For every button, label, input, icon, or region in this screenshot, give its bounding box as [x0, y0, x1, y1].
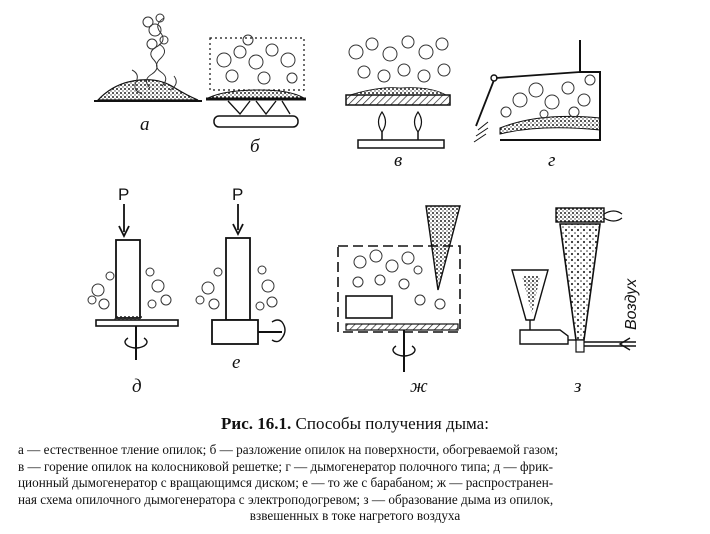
label-zh: ж — [410, 376, 428, 397]
smoke-plume-a — [131, 13, 177, 95]
label-a: а — [140, 114, 150, 135]
diagram-z: Воздух з — [511, 207, 640, 397]
smoke-methods-figure: а б в — [87, 13, 640, 397]
diagram-a: а — [94, 13, 202, 135]
diagram-b: б — [206, 34, 306, 157]
label-p2: Р — [232, 185, 243, 204]
smoke-cloud-v — [348, 35, 451, 83]
legend-line: а — естественное тление опилок; б — разл… — [18, 442, 559, 457]
legend-line: ционный дымогенератор с вращающимся диск… — [18, 475, 554, 490]
smoke-cloud-d — [87, 267, 172, 310]
diagram-zh: ж — [337, 205, 461, 397]
label-z: з — [573, 376, 581, 397]
flame-left-icon — [377, 110, 423, 133]
diagram-e: Р е — [195, 185, 286, 373]
figure-legend: а — естественное тление опилок; б — разл… — [18, 442, 692, 525]
smoke-cloud-e — [195, 265, 278, 311]
legend-line: взвешенных в токе нагретого воздуха — [249, 508, 461, 523]
label-e: е — [232, 352, 240, 373]
diagram-g: г — [473, 40, 601, 171]
label-g: г — [548, 150, 555, 171]
figure-caption: Рис. 16.1. Способы получения дыма: — [0, 414, 710, 434]
caption-number: Рис. 16.1. — [221, 414, 292, 433]
smoke-cloud-g — [500, 74, 596, 119]
caption-title: Способы получения дыма: — [295, 414, 489, 433]
smoke-cloud-zh — [352, 249, 446, 310]
diagram-d: Р д — [87, 185, 179, 397]
label-d: д — [132, 376, 142, 397]
smoke-cloud-b — [216, 34, 298, 85]
diagram-v: в — [345, 35, 451, 171]
label-air: Воздух — [623, 278, 640, 330]
label-b: б — [250, 136, 261, 157]
legend-line: в — горение опилок на колосниковой решет… — [18, 458, 553, 474]
label-p1: Р — [118, 185, 129, 204]
label-v: в — [394, 150, 402, 171]
legend-line: ная схема опилочного дымогенератора с эл… — [18, 491, 554, 507]
